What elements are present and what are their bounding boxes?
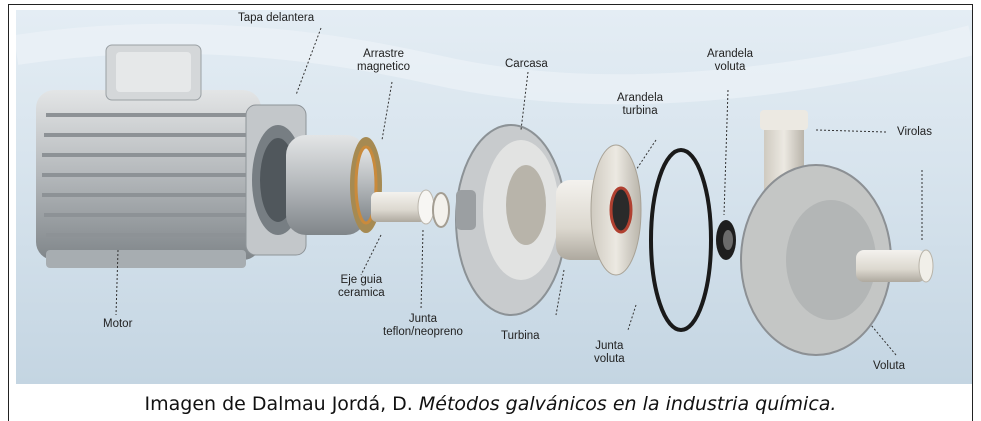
arrastre-magnetico-part <box>286 135 382 235</box>
label-arandela-turbina: Arandela turbina <box>617 92 663 118</box>
label-arandela-voluta: Arandela voluta <box>707 48 753 74</box>
exploded-pump-illustration <box>16 10 972 384</box>
label-junta-voluta-line1: Junta <box>595 340 624 352</box>
junta-teflon-neopreno-part <box>432 192 450 228</box>
label-junta-voluta-line2: voluta <box>594 353 625 365</box>
label-arandela-voluta-line2: voluta <box>714 61 746 73</box>
turbina-part <box>556 144 642 276</box>
motor-body <box>36 44 261 268</box>
figure-caption: Imagen de Dalmau Jordá, D. Métodos galvá… <box>0 393 981 415</box>
arandela-voluta-part <box>716 220 736 260</box>
label-eje-line2: ceramica <box>338 287 385 299</box>
label-virolas: Virolas <box>897 126 932 138</box>
label-motor: Motor <box>103 318 133 330</box>
voluta-part <box>740 110 934 356</box>
label-junta-tn-line1: Junta <box>408 313 438 325</box>
figure-frame <box>8 4 973 421</box>
label-turbina: Turbina <box>501 330 540 342</box>
caption-prefix: Imagen de Dalmau Jordá, D. <box>144 393 419 415</box>
label-voluta: Voluta <box>873 360 905 372</box>
label-tapa-delantera: Tapa delantera <box>238 12 315 24</box>
leader-lines <box>115 27 923 356</box>
label-junta-teflon-neopreno: Junta teflon/neopreno <box>383 313 463 339</box>
eje-guia-ceramica-part <box>371 189 435 225</box>
label-eje-guia-ceramica: Eje guia ceramica <box>338 274 385 300</box>
label-arrastre-line1: Arrastre <box>363 48 404 60</box>
label-arandela-turbina-line2: turbina <box>622 105 658 117</box>
label-arandela-voluta-line1: Arandela <box>707 48 754 60</box>
carcasa-part <box>455 124 567 316</box>
label-arandela-turbina-line1: Arandela <box>617 92 664 104</box>
label-arrastre-magnetico: Arrastre magnetico <box>357 48 410 74</box>
exploded-pump-photo <box>16 10 972 384</box>
label-junta-voluta: Junta voluta <box>594 340 625 366</box>
label-carcasa: Carcasa <box>505 58 548 70</box>
junta-voluta-part <box>649 148 713 332</box>
label-eje-line1: Eje guia <box>340 274 383 286</box>
caption-title: Métodos galvánicos en la industria quími… <box>418 393 837 415</box>
label-arrastre-line2: magnetico <box>357 61 411 73</box>
label-junta-tn-line2: teflon/neopreno <box>383 326 463 338</box>
virola-lower <box>856 250 926 282</box>
